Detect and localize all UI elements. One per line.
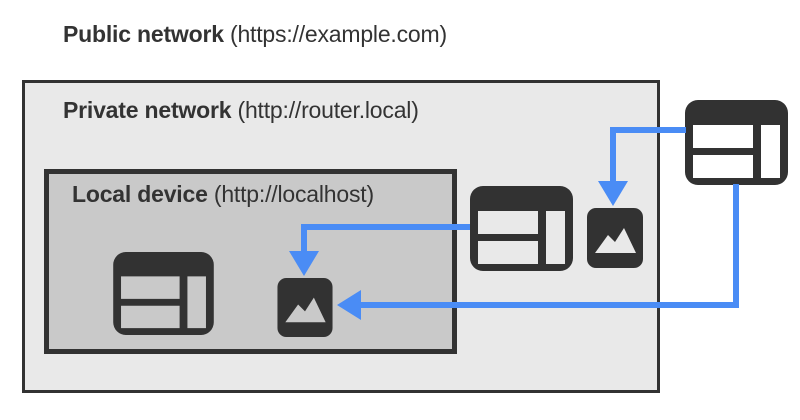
local-device-name: Local device xyxy=(72,181,208,207)
private-network-url: (http://router.local) xyxy=(237,97,419,123)
local-device-url: (http://localhost) xyxy=(213,181,374,207)
private-browser-icon xyxy=(470,186,573,271)
private-network-name: Private network xyxy=(63,97,232,123)
private-image-icon xyxy=(587,208,643,268)
public-browser-icon xyxy=(685,100,788,185)
public-network-url: (https://example.com) xyxy=(230,21,447,47)
local-browser-icon xyxy=(112,252,215,335)
local-device-label: Local device (http://localhost) xyxy=(72,181,374,208)
public-network-name: Public network xyxy=(63,21,224,47)
private-network-label: Private network (http://router.local) xyxy=(63,97,419,124)
local-image-icon xyxy=(276,278,334,337)
public-network-label: Public network (https://example.com) xyxy=(63,21,447,48)
